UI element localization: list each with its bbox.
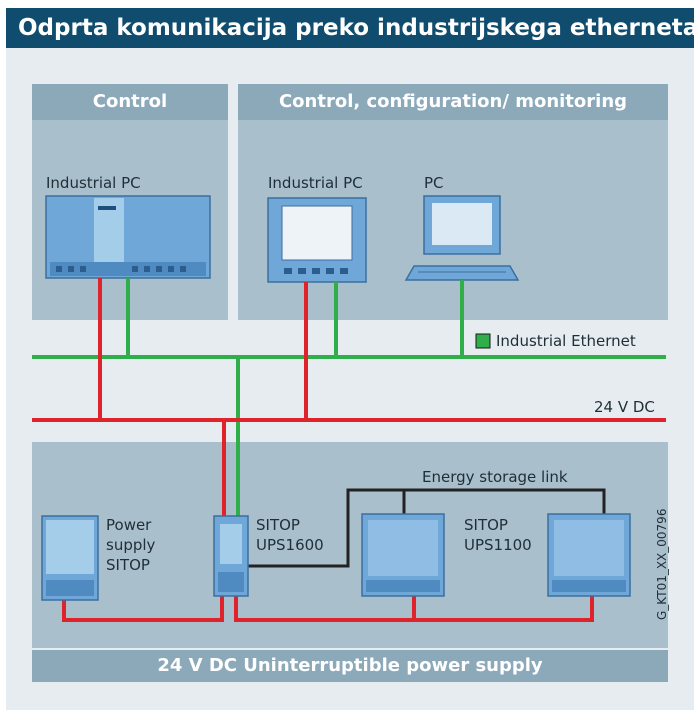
- ethernet-label: Industrial Ethernet: [496, 332, 636, 350]
- bottom-title: 24 V DC Uninterruptible power supply: [32, 650, 668, 682]
- monitoring-panel-title: Control, configuration/ monitoring: [238, 84, 668, 120]
- sitop-ups1100-right-icon: [547, 513, 631, 597]
- control-panel-title: Control: [32, 84, 228, 120]
- energy-link-label: Energy storage link: [422, 468, 568, 486]
- power-supply-label-1: Power: [106, 516, 152, 534]
- sitop-ups1600-icon: [213, 515, 249, 597]
- pc-icon: [404, 195, 520, 281]
- industrial-pc-left-icon: [45, 195, 211, 279]
- dc-label: 24 V DC: [594, 398, 655, 416]
- industrial-pc-middle-icon: [267, 197, 367, 283]
- sitop-ups1100-left-icon: [361, 513, 445, 597]
- power-supply-label-3: SITOP: [106, 556, 150, 574]
- ups1100-label-2: UPS1100: [464, 536, 532, 554]
- energy-storage-link: [246, 488, 606, 568]
- power-supply-label-2: supply: [106, 536, 156, 554]
- page-title: Odprta komunikacija preko industrijskega…: [6, 8, 694, 48]
- industrial-pc-middle-label: Industrial PC: [268, 174, 363, 192]
- industrial-ethernet-lines: [32, 278, 666, 516]
- ups1600-label-2: UPS1600: [256, 536, 324, 554]
- dc-power-lines: [32, 278, 666, 622]
- drawing-code: G_KT01_XX_00796: [655, 509, 669, 620]
- ethernet-legend-square: [475, 333, 491, 349]
- pc-label: PC: [424, 174, 444, 192]
- power-supply-sitop-icon: [41, 515, 99, 601]
- industrial-pc-left-label: Industrial PC: [46, 174, 141, 192]
- ups1100-label-1: SITOP: [464, 516, 508, 534]
- ups1600-label-1: SITOP: [256, 516, 300, 534]
